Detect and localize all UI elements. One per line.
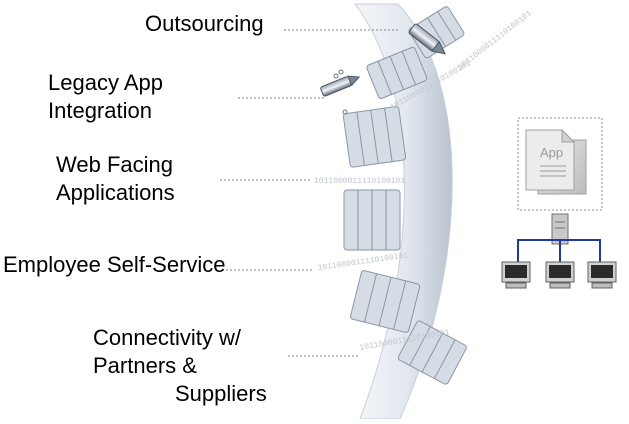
label-web-facing-applications: Web Facing Applications [56,151,175,207]
computer-icon [501,261,531,289]
binary-stream: 1011000011110100101 [456,9,534,72]
computer-icon [587,261,617,289]
binary-stream: 1011000011110100101 [314,177,405,186]
label-line: Suppliers [175,381,267,406]
app-label: App [540,145,563,160]
binder-segment [342,106,407,168]
label-line: Integration [48,98,152,123]
binder-segment [366,46,428,99]
label-employee-self-service: Employee Self-Service [3,251,226,279]
label-connectivity: Connectivity w/ Partners & Suppliers [93,324,267,408]
label-legacy-app-integration: Legacy App Integration [48,69,163,125]
label-line: Legacy App [48,70,163,95]
label-outsourcing: Outsourcing [145,10,264,38]
label-line: Outsourcing [145,11,264,36]
label-line: Connectivity w/ [93,325,241,350]
label-line: Partners & [93,353,197,378]
binder-segment [350,270,421,333]
label-line: Web Facing [56,152,173,177]
drill-icon [320,75,361,97]
binder-segment [343,189,401,251]
label-line: Employee Self-Service [3,252,226,277]
binary-stream: 1011000011110100101 [317,251,409,273]
binder-segment [397,320,467,385]
computer-icon [545,261,575,289]
label-line: Applications [56,180,175,205]
document-icon [525,128,587,195]
drill-icon [408,23,446,55]
